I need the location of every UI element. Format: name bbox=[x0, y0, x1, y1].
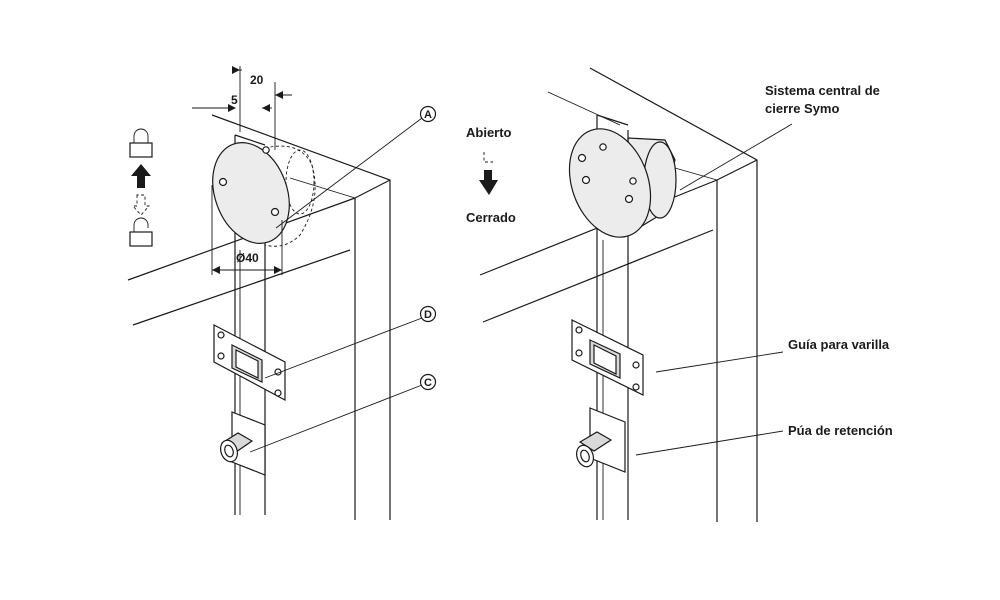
callout-d: D bbox=[419, 305, 437, 323]
left-retaining-pin bbox=[219, 411, 266, 476]
dimension-20: 20 bbox=[250, 73, 264, 87]
dimension-5: 5 bbox=[231, 93, 238, 107]
label-retaining-pin: Púa de retención bbox=[788, 423, 893, 438]
svg-text:D: D bbox=[424, 309, 432, 321]
padlock-open-icon bbox=[129, 217, 153, 247]
left-view: 20 5 Ø40 bbox=[127, 66, 437, 520]
left-rod-guide bbox=[213, 324, 286, 402]
right-rod-guide bbox=[571, 319, 644, 396]
callout-c: C bbox=[419, 373, 437, 391]
label-lock-system-line1: Sistema central de bbox=[765, 83, 880, 98]
arrow-ghost-outline bbox=[131, 194, 151, 216]
label-rod-guide: Guía para varilla bbox=[788, 337, 890, 352]
right-view: Abierto Cerrado Sistema central de bbox=[466, 67, 893, 522]
right-lock-body bbox=[568, 128, 677, 238]
state-closed-label: Cerrado bbox=[466, 210, 516, 225]
label-lock-system-line2: cierre Symo bbox=[765, 101, 839, 116]
left-lock-body bbox=[212, 142, 316, 247]
svg-text:A: A bbox=[424, 109, 432, 121]
arrow-ghost-outline-right bbox=[483, 152, 493, 163]
dimension-diameter: Ø40 bbox=[236, 251, 259, 265]
arrow-down-icon bbox=[479, 170, 498, 195]
state-open-label: Abierto bbox=[466, 125, 512, 140]
left-cabinet bbox=[127, 114, 391, 520]
arrow-up-icon bbox=[131, 164, 151, 188]
left-dimensions bbox=[192, 66, 292, 275]
callout-a: A bbox=[419, 105, 437, 123]
padlock-closed-icon bbox=[129, 128, 153, 158]
right-retaining-pin bbox=[575, 407, 626, 473]
svg-text:C: C bbox=[424, 377, 432, 389]
